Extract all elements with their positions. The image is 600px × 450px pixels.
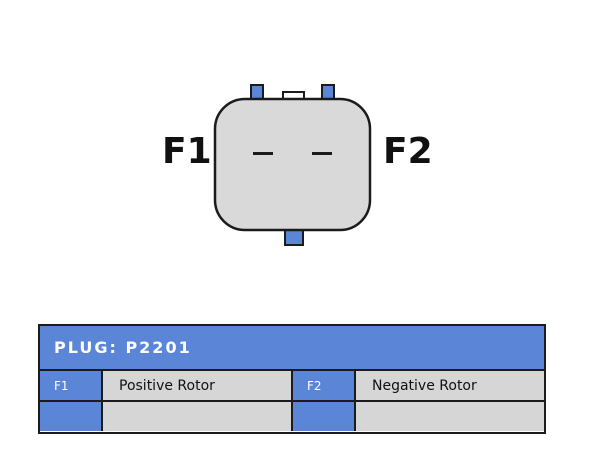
description-cell: Negative Rotor bbox=[356, 371, 544, 400]
connector-diagram bbox=[213, 84, 372, 246]
pin-cell bbox=[40, 402, 103, 431]
description-cell bbox=[103, 402, 293, 431]
pin-cell bbox=[293, 402, 356, 431]
connector-housing bbox=[213, 97, 372, 232]
pin-cell: F2 bbox=[293, 371, 356, 400]
pin-label-f1: F1 bbox=[162, 131, 212, 172]
pin-cell: F1 bbox=[40, 371, 103, 400]
plug-table-header: PLUG: P2201 bbox=[40, 326, 544, 371]
plug-table: PLUG: P2201 F1 Positive Rotor F2 Negativ… bbox=[38, 324, 546, 434]
pin-label-f2: F2 bbox=[383, 131, 433, 172]
terminal-slot-f2 bbox=[312, 152, 332, 155]
terminal-slot-f1 bbox=[253, 152, 273, 155]
description-cell bbox=[356, 402, 544, 431]
table-row: F1 Positive Rotor F2 Negative Rotor bbox=[40, 371, 544, 402]
table-row bbox=[40, 402, 544, 431]
description-cell: Positive Rotor bbox=[103, 371, 293, 400]
